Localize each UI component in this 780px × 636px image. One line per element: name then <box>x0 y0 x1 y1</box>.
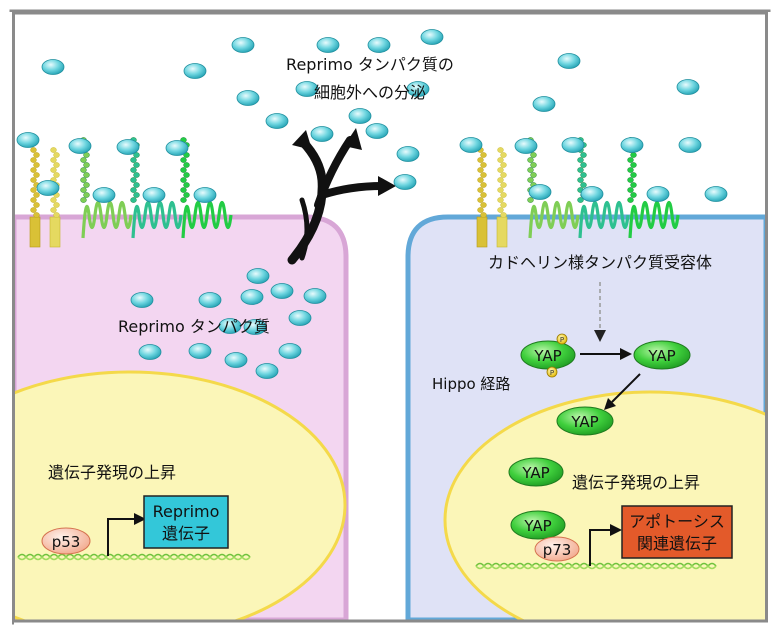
reprimo-protein-particle <box>142 187 166 203</box>
reprimo-protein-particle <box>528 184 552 200</box>
reprimo-protein-particle <box>224 352 248 368</box>
reprimo-protein-particle <box>236 90 260 106</box>
svg-text:p53: p53 <box>52 533 81 551</box>
reprimo-protein-particle <box>406 81 430 97</box>
svg-text:p73: p73 <box>543 541 572 559</box>
reprimo-protein-particle <box>16 132 40 148</box>
receptor-transmembrane <box>528 200 580 239</box>
reprimo-protein-particle <box>165 140 189 156</box>
phospho-icon <box>546 366 558 378</box>
reprimo-protein-particle <box>316 37 340 53</box>
reprimo-protein-particle <box>193 187 217 203</box>
reprimo-protein-particle <box>704 186 728 202</box>
receptor-cluster-right <box>476 137 680 248</box>
reprimo-protein-particle <box>138 344 162 360</box>
reprimo-protein-particle <box>620 137 644 153</box>
reprimo-protein-particle <box>188 343 212 359</box>
reprimo-protein-particle <box>92 187 116 203</box>
reprimo-protein-particle <box>557 53 581 69</box>
receptor-transmembrane <box>181 200 233 239</box>
reprimo-protein-particle <box>532 96 556 112</box>
yap-phosphorylated: YAP P P <box>520 333 576 378</box>
secretion-label-line2: 細胞外への分泌 <box>314 83 426 102</box>
reprimo-protein-particle <box>678 137 702 153</box>
receptor-stalk <box>476 216 488 248</box>
reprimo-protein-particle <box>348 108 372 124</box>
reprimo-protein-particle <box>270 283 294 299</box>
reprimo-protein-particle <box>243 319 267 335</box>
reprimo-protein-particle <box>367 37 391 53</box>
apoptosis-gene-box: アポトーシス 関連遺伝子 <box>621 505 733 559</box>
reprimo-protein-particle <box>676 79 700 95</box>
reprimo-protein-particle <box>41 59 65 75</box>
reprimo-protein-particle <box>365 123 389 139</box>
reprimo-protein-particle <box>580 186 604 202</box>
reprimo-protein-particle <box>265 113 289 129</box>
receptor-transmembrane <box>578 200 630 239</box>
reprimo-gene-box: Reprimo 遺伝子 <box>143 495 229 549</box>
svg-text:関連遺伝子: 関連遺伝子 <box>637 534 717 553</box>
reprimo-protein-particle <box>303 288 327 304</box>
phospho-icon <box>556 333 568 345</box>
right-nucleus <box>443 390 780 636</box>
svg-text:P: P <box>550 369 554 377</box>
reprimo-protein-particle <box>36 180 60 196</box>
svg-text:遺伝子: 遺伝子 <box>162 524 210 543</box>
yap-nucleus: YAP <box>508 457 564 487</box>
reprimo-protein-particle <box>240 289 264 305</box>
reprimo-protein-particle <box>255 363 279 379</box>
svg-text:アポトーシス: アポトーシス <box>629 512 725 531</box>
p53-protein: p53 <box>41 527 91 555</box>
reprimo-protein-label: Reprimo タンパク質 <box>118 317 270 336</box>
receptor-label: カドヘリン様タンパク質受容体 <box>488 253 712 272</box>
yap-nuclear-entry: YAP <box>556 406 614 436</box>
reprimo-protein-particle <box>130 292 154 308</box>
receptor-stalk <box>496 216 508 248</box>
reprimo-protein-particle <box>393 174 417 190</box>
reprimo-protein-particle <box>310 126 334 142</box>
svg-text:YAP: YAP <box>523 517 551 535</box>
reprimo-protein-particle <box>231 37 255 53</box>
reprimo-protein-particle <box>646 186 670 202</box>
reprimo-protein-particle <box>246 268 270 284</box>
hippo-pathway-label: Hippo 経路 <box>432 375 510 393</box>
reprimo-protein-particle <box>459 137 483 153</box>
reprimo-protein-particles <box>16 29 728 379</box>
yap-bound: YAP <box>510 510 566 540</box>
reprimo-protein-particle <box>198 292 222 308</box>
dna-strand-left <box>17 553 251 561</box>
svg-text:YAP: YAP <box>521 464 549 482</box>
yap-dephosphorylated: YAP <box>633 340 691 370</box>
secretion-label-line1: Reprimo タンパク質の <box>286 55 454 74</box>
svg-text:YAP: YAP <box>570 413 598 431</box>
receptor-transmembrane <box>81 200 133 239</box>
reprimo-protein-particle <box>561 137 585 153</box>
receptor-stalk <box>29 216 41 248</box>
svg-text:YAP: YAP <box>533 347 561 365</box>
svg-text:Reprimo: Reprimo <box>153 502 220 521</box>
transcription-arrow-right <box>589 529 614 566</box>
reprimo-protein-particle <box>396 146 420 162</box>
p73-protein: p73 <box>534 536 580 562</box>
reprimo-protein-particle <box>278 343 302 359</box>
reprimo-protein-particle <box>420 29 444 45</box>
reprimo-protein-particle <box>68 138 92 154</box>
dna-strand-right <box>475 562 717 570</box>
reprimo-protein-particle <box>295 81 319 97</box>
gene-expression-up-right: 遺伝子発現の上昇 <box>572 473 700 492</box>
reprimo-protein-particle <box>183 63 207 79</box>
svg-text:YAP: YAP <box>647 347 675 365</box>
reprimo-protein-particle <box>116 139 140 155</box>
svg-text:P: P <box>560 336 564 344</box>
gene-expression-up-left: 遺伝子発現の上昇 <box>48 463 176 482</box>
reprimo-protein-particle <box>288 310 312 326</box>
receptor-transmembrane <box>628 200 680 239</box>
reprimo-protein-particle <box>514 138 538 154</box>
reprimo-protein-particle <box>218 318 242 334</box>
transcription-arrow-left <box>107 518 138 556</box>
receptor-transmembrane <box>131 200 183 239</box>
receptor-stalk <box>49 216 61 248</box>
